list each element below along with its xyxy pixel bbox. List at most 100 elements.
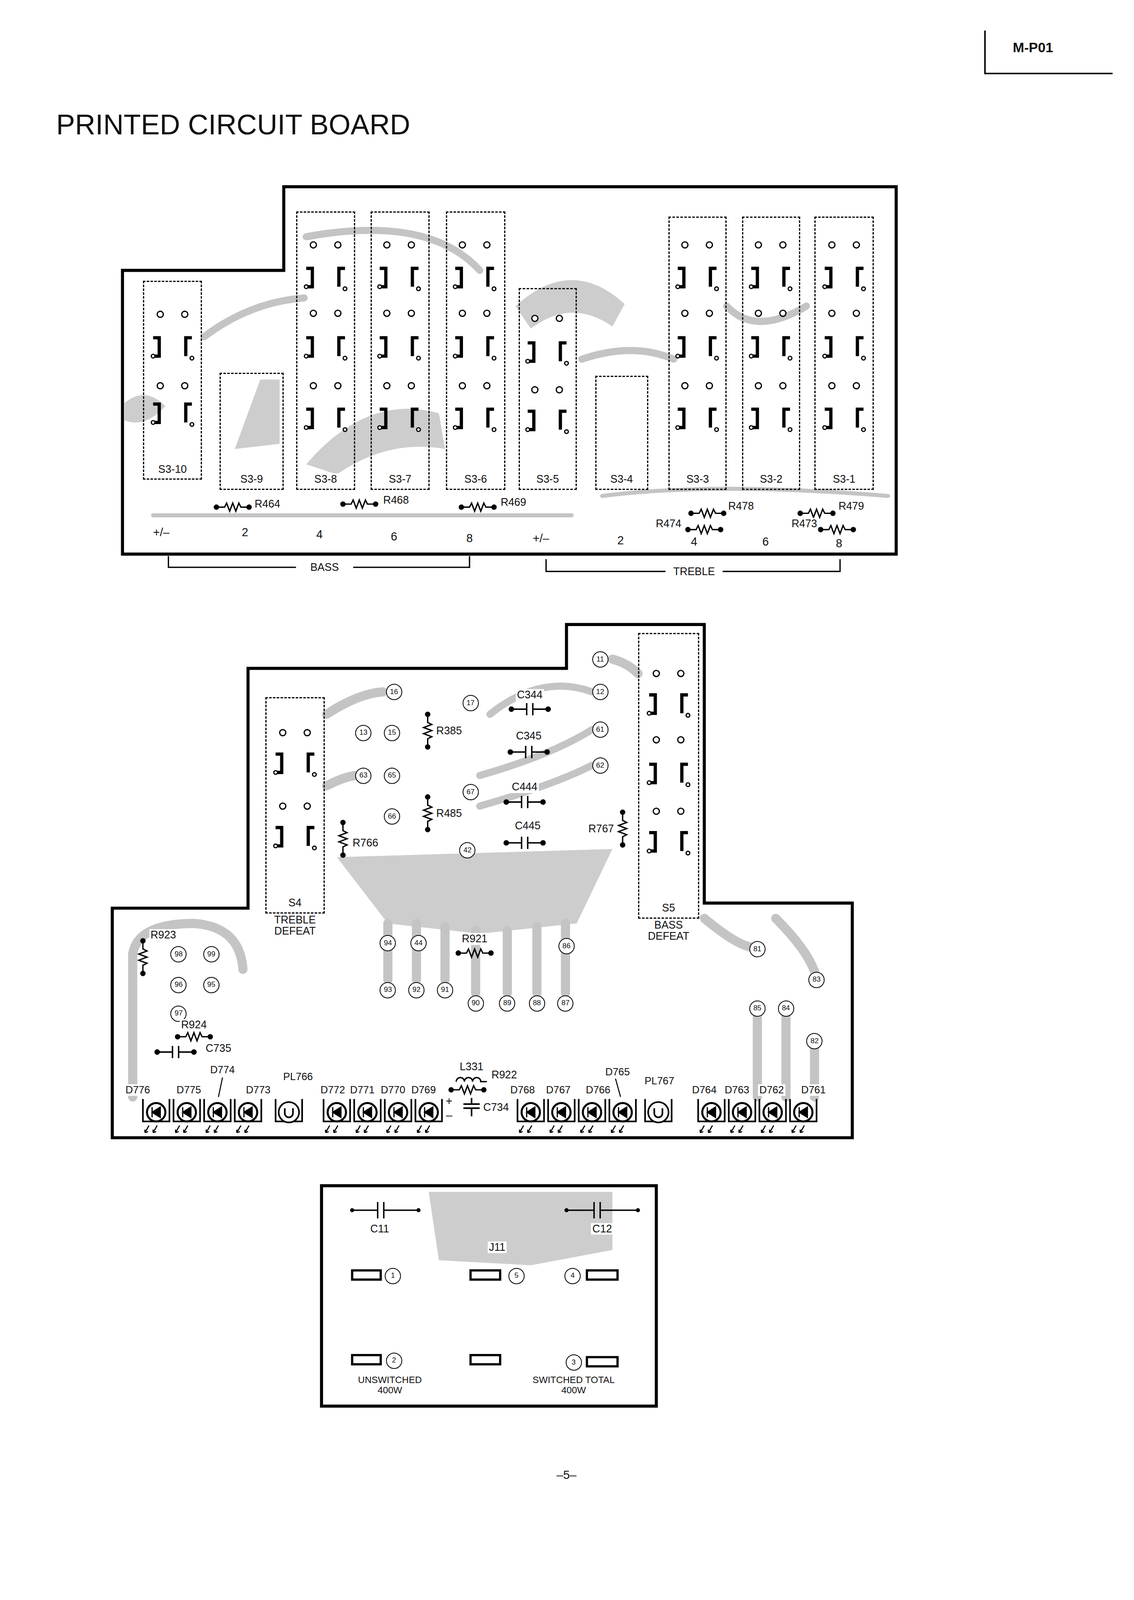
callout-number: 16 [385, 683, 403, 701]
callout-number: 13 [355, 724, 372, 742]
part-label: J11 [487, 1241, 507, 1254]
part-label: R922 [489, 1068, 519, 1081]
switch-label: S3-8 [312, 473, 339, 486]
switch-label: S3-10 [157, 463, 189, 476]
terminal-number: 2 [240, 526, 250, 540]
part-label: R473 [790, 517, 819, 530]
terminal-number: 4 [314, 528, 324, 542]
switch-label: S3-6 [463, 473, 489, 486]
part-label: C445 [513, 819, 542, 832]
switch-label: S3-9 [239, 473, 265, 486]
callout-number: 4 [564, 1267, 581, 1285]
callout-number: 98 [170, 946, 187, 963]
callout-number: 67 [462, 783, 479, 801]
part-label: PL767 [643, 1075, 676, 1087]
part-label: C11 [368, 1223, 391, 1235]
callout-number: 1 [384, 1267, 401, 1285]
part-label: PL766 [282, 1071, 315, 1083]
callout-number: 87 [557, 995, 574, 1012]
terminal-number: 4 [689, 535, 699, 549]
switch-outline: S3-9 [219, 372, 284, 490]
callout-number: 95 [203, 976, 220, 994]
callout-number: 91 [436, 982, 454, 999]
callout-number: 11 [592, 651, 609, 668]
part-label: R485 [435, 807, 464, 820]
callout-number: 82 [806, 1033, 823, 1050]
switch-outline: S5BASS DEFEAT [638, 632, 700, 919]
part-label: D770 [379, 1084, 407, 1096]
group-label: BASS [308, 561, 341, 574]
callout-number: 96 [170, 976, 187, 994]
switch-outline: S3-4 [595, 375, 649, 490]
switch-outline: S3-10 [142, 280, 202, 480]
switch-label: S4 [287, 896, 303, 909]
part-label: D761 [799, 1084, 827, 1096]
part-label: D765 [603, 1065, 631, 1078]
terminal-number: +/– [531, 532, 551, 546]
callout-number: 62 [592, 757, 609, 774]
terminal-note: UNSWITCHED 400W [345, 1374, 434, 1396]
part-label: R479 [837, 500, 866, 513]
callout-number: 66 [383, 808, 401, 825]
callout-number: 42 [459, 842, 476, 859]
part-label: D771 [348, 1084, 376, 1096]
page-number: –5– [555, 1468, 578, 1482]
page-title: PRINTED CIRCUIT BOARD [56, 108, 411, 141]
callout-number: 44 [410, 935, 427, 952]
callout-number: 99 [203, 946, 220, 963]
switch-label: S3-3 [685, 473, 711, 486]
part-label: R921 [460, 933, 489, 946]
part-label: D763 [723, 1084, 751, 1096]
part-label: D775 [175, 1084, 203, 1096]
switch-outline: S3-6 [445, 211, 505, 490]
part-label: D772 [319, 1084, 347, 1096]
switch-outline: S4TREBLE DEFEAT [265, 697, 325, 914]
terminal-number: 6 [760, 535, 770, 549]
switch-outline: S3-8 [296, 211, 356, 490]
callout-number: 94 [379, 935, 396, 952]
part-label: R469 [499, 496, 528, 509]
part-label: C444 [510, 780, 539, 793]
callout-number: 17 [462, 694, 479, 712]
switch-label: S3-5 [534, 473, 561, 486]
switch-label: S3-7 [387, 473, 413, 486]
switch-outline: S3-1 [814, 216, 874, 490]
terminal-number: 8 [465, 532, 475, 546]
part-label: C735 [204, 1042, 233, 1055]
callout-number: 63 [355, 767, 372, 784]
part-label: R464 [253, 498, 282, 511]
part-label: C344 [515, 689, 544, 702]
part-label: D774 [208, 1064, 236, 1076]
terminal-number: – [444, 1109, 454, 1123]
part-label: R766 [351, 837, 380, 850]
switch-label: S3-4 [608, 473, 635, 486]
part-label: D776 [124, 1084, 152, 1096]
switch-label: S5 [660, 902, 677, 915]
callout-number: 88 [528, 995, 546, 1012]
switch-outline: S3-3 [668, 216, 727, 490]
part-label: L331 [458, 1060, 485, 1073]
switch-caption: TREBLE DEFEAT [262, 914, 327, 937]
switch-label: S3-2 [758, 473, 784, 486]
callout-number: 12 [592, 683, 609, 701]
part-label: R478 [727, 500, 756, 513]
part-label: R468 [382, 494, 411, 507]
callout-number: 93 [379, 982, 396, 999]
callout-number: 81 [749, 941, 766, 958]
part-label: D767 [544, 1084, 572, 1096]
switch-outline: S3-7 [370, 211, 430, 490]
callout-number: 84 [777, 1000, 795, 1017]
terminal-number: 6 [389, 530, 399, 544]
terminal-note: SWITCHED TOTAL 400W [529, 1374, 618, 1396]
callout-number: 83 [808, 971, 825, 989]
callout-number: 85 [749, 1000, 766, 1017]
part-label: R923 [149, 929, 178, 942]
terminal-number: +/– [151, 526, 171, 540]
part-label: D769 [409, 1084, 437, 1096]
callout-number: 90 [467, 995, 484, 1012]
group-label: TREBLE [671, 565, 716, 578]
part-label: R385 [435, 724, 464, 737]
callout-number: 15 [383, 724, 401, 742]
switch-outline: S3-5 [518, 287, 577, 490]
callout-number: 92 [408, 982, 425, 999]
